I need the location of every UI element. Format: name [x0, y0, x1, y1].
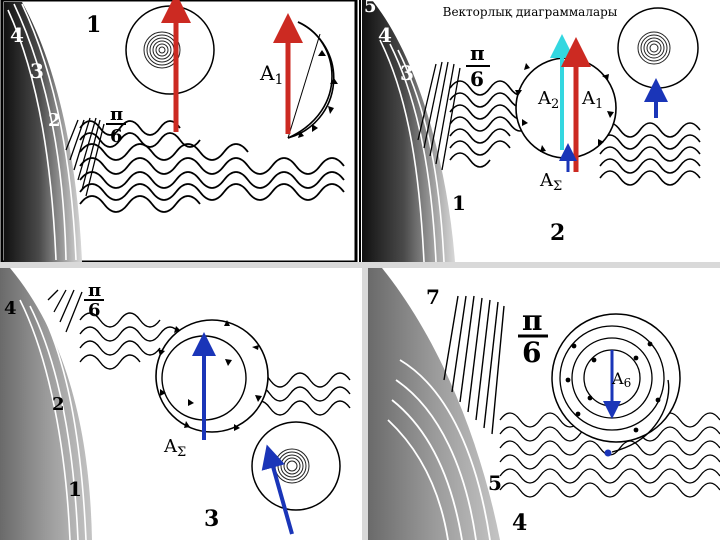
label-a6: A6 [611, 369, 631, 390]
label-3: 3 [204, 506, 219, 532]
label-5: 5 [364, 0, 377, 17]
panel-numbers: 2 1 5 4 3 [364, 0, 565, 246]
panel-top-right: Векторлық диаграммалары 2 1 5 4 3 π 6 A2… [359, 0, 720, 263]
angle-pi: π [88, 280, 101, 301]
angle-pi: π [110, 104, 123, 125]
label-5: 5 [488, 471, 502, 495]
label-2: 2 [52, 394, 65, 415]
label-2: 2 [48, 110, 61, 131]
label-4: 4 [4, 298, 17, 319]
vector-arc-diagram [273, 13, 338, 139]
start-point [604, 449, 612, 457]
vector-circle [515, 34, 617, 172]
panel-top-left: 1 4 3 2 π 6 A1 [0, 0, 358, 264]
label-4: 4 [378, 23, 392, 47]
wavefront-arcs [379, 39, 445, 263]
angle-six: 6 [110, 126, 123, 147]
wavefront-arcs [7, 3, 77, 261]
label-1: 1 [86, 12, 101, 38]
angle-six: 6 [522, 336, 541, 369]
hatch-lines [443, 295, 505, 435]
label-7: 7 [426, 285, 440, 309]
zone-wedge [368, 268, 500, 540]
label-3: 3 [400, 61, 414, 85]
label-a-sum: AΣ [539, 170, 562, 194]
label-a-sum: AΣ [163, 436, 186, 460]
hatch-lines [47, 289, 83, 333]
vector-sum-small [261, 444, 294, 535]
spiral-circle [251, 421, 341, 511]
spiral-circle [125, 5, 215, 95]
label-3: 3 [30, 59, 44, 83]
angle-six: 6 [88, 300, 101, 321]
label-2: 2 [550, 220, 565, 246]
label-1: 1 [452, 191, 466, 215]
hatch-lines [417, 61, 461, 171]
label-a2: A2 [537, 88, 559, 112]
panel-bottom-left: 4 2 1 3 π 6 AΣ [0, 268, 362, 540]
label-4: 4 [512, 510, 527, 536]
label-4: 4 [10, 23, 24, 47]
angle-six: 6 [470, 67, 484, 91]
panel-bottom-right: 7 5 4 π 6 A6 [368, 268, 720, 540]
label-a1: A1 [581, 88, 603, 112]
angle-pi: π [522, 304, 543, 337]
vector-circle [155, 319, 269, 440]
panel-divider [362, 262, 368, 540]
wavefront-arcs [19, 299, 87, 540]
figure-title: Векторлық диаграммалары [443, 5, 618, 19]
panel-divider [0, 262, 720, 268]
spiral-vector-diagram [551, 313, 681, 457]
panel-numbers: 4 2 1 3 [4, 298, 219, 532]
label-1: 1 [68, 477, 82, 501]
panel-numbers: 1 4 3 2 [10, 12, 101, 131]
spiral-circle [617, 7, 699, 89]
zone-wedge [362, 0, 455, 262]
wavefront-arcs [387, 359, 491, 540]
angle-pi: π [470, 41, 485, 65]
label-a1: A1 [259, 61, 283, 88]
panel-numbers: 7 5 4 [426, 285, 527, 536]
wave-lines [79, 120, 345, 213]
zone-wedge [0, 268, 92, 540]
